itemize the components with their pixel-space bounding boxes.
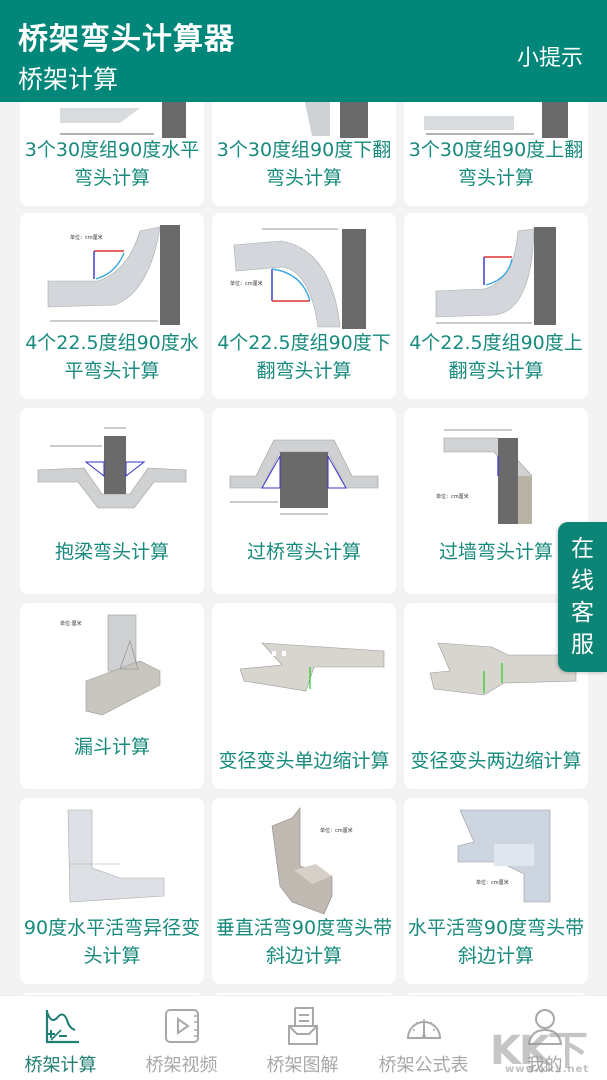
card-label: 垂直活弯90度弯头带斜边计算 (215, 917, 393, 967)
card-label: 变径变头两边缩计算 (410, 750, 582, 772)
tab-label: 桥架公式表 (378, 1055, 469, 1076)
svg-text:单位：cm厘米: 单位：cm厘米 (476, 879, 509, 886)
online-service-char: 服 (571, 632, 594, 658)
tab-mine[interactable]: 我的 (484, 996, 605, 1080)
card-reducer-one-side[interactable]: 变径变头单边缩计算 (212, 603, 396, 789)
up-elbow-3x30-diagram (424, 102, 568, 138)
card-label: 4个22.5度组90度下翻弯头计算 (217, 332, 391, 382)
tab-label: 桥架图解 (266, 1055, 339, 1076)
watermark-url: www.kkx.net (505, 1064, 590, 1075)
card-label: 3个30度组90度上翻弯头计算 (408, 139, 584, 189)
svg-text:单位:厘米: 单位:厘米 (60, 620, 82, 627)
horizontal-flex-elbow-diagram: 单位：cm厘米 (457, 809, 551, 903)
card-partial[interactable] (20, 993, 204, 995)
bottom-tab-bar: 桥架计算 桥架视频 桥架图解 (0, 995, 607, 1080)
horizontal-elbow-3x30-diagram (60, 102, 186, 138)
card-4x22.5-horizontal[interactable]: 单位：cm厘米 4个22.5度组90度水平弯头计算 (20, 213, 204, 399)
down-elbow-3x30-diagram (304, 102, 368, 138)
card-horizontal-flex-reducer[interactable]: 90度水平活弯异径变头计算 (20, 798, 204, 984)
vertical-flex-elbow-diagram: 单位：cm厘米 (271, 807, 353, 915)
tab-bridge-formulas[interactable]: 桥架公式表 (363, 996, 484, 1080)
svg-text:单位：cm厘米: 单位：cm厘米 (320, 827, 353, 834)
down-elbow-4x22.5-diagram: 单位：cm厘米 (230, 228, 366, 329)
card-funnel[interactable]: 单位:厘米 漏斗计算 (20, 603, 204, 789)
app-title: 桥架弯头计算器 (18, 22, 235, 57)
card-partial[interactable] (404, 993, 588, 995)
tip-button[interactable]: 小提示 (516, 46, 583, 71)
card-label: 抱梁弯头计算 (54, 541, 169, 563)
card-4x22.5-down[interactable]: 单位：cm厘米 4个22.5度组90度下翻弯头计算 (212, 213, 396, 399)
card-bridge-pass[interactable]: 过桥弯头计算 (212, 408, 396, 594)
svg-text:单位：cm厘米: 单位：cm厘米 (70, 234, 103, 241)
document-tray-icon (287, 1007, 318, 1045)
card-label: 3个30度组90度下翻弯头计算 (216, 139, 392, 189)
card-partial[interactable] (212, 993, 396, 995)
tab-bridge-illustrations[interactable]: 桥架图解 (242, 996, 363, 1080)
gauge-icon (406, 1019, 441, 1039)
tab-bridge-calc[interactable]: 桥架计算 (0, 996, 121, 1080)
card-label: 3个30度组90度水平弯头计算 (24, 139, 200, 189)
card-label: 漏斗计算 (73, 736, 150, 758)
card-3x30-horizontal[interactable]: 3个30度组90度水平弯头计算 (20, 102, 204, 206)
card-label: 过墙弯头计算 (438, 541, 553, 563)
chart-calc-icon (45, 1010, 79, 1044)
app-header: 桥架弯头计算器 桥架计算 小提示 (0, 0, 607, 102)
reducer-one-side-diagram (239, 642, 385, 692)
card-label: 4个22.5度组90度水平弯头计算 (25, 332, 199, 382)
online-service-char: 在 (571, 536, 594, 562)
user-icon (527, 1009, 562, 1045)
svg-text:单位：cm厘米: 单位：cm厘米 (436, 493, 469, 500)
card-label: 90度水平活弯异径变头计算 (23, 917, 201, 967)
calculator-grid[interactable]: 3个30度组90度水平弯头计算 3个30度组90度下翻弯头计算 3个30度组90… (0, 102, 607, 995)
online-service-button[interactable]: 在 线 客 服 (558, 522, 607, 672)
card-label: 过桥弯头计算 (246, 541, 361, 563)
horizontal-flex-reducer-diagram (67, 809, 165, 903)
tab-label: 桥架计算 (24, 1055, 97, 1076)
card-3x30-up[interactable]: 3个30度组90度上翻弯头计算 (404, 102, 588, 206)
wall-pass-elbow-diagram: 单位：cm厘米 (436, 429, 533, 524)
online-service-char: 线 (571, 568, 594, 594)
tab-bridge-video[interactable]: 桥架视频 (121, 996, 242, 1080)
funnel-diagram: 单位:厘米 (60, 614, 161, 716)
tab-label: 我的 (526, 1055, 563, 1076)
card-vertical-flex-elbow[interactable]: 单位：cm厘米 垂直活弯90度弯头带斜边计算 (212, 798, 396, 984)
card-label: 4个22.5度组90度上翻弯头计算 (409, 332, 583, 382)
horizontal-elbow-4x22.5-diagram: 单位：cm厘米 (47, 225, 180, 325)
card-label: 水平活弯90度弯头带斜边计算 (407, 917, 585, 967)
tab-label: 桥架视频 (145, 1055, 218, 1076)
card-wall-pass[interactable]: 单位：cm厘米 过墙弯头计算 (404, 408, 588, 594)
reducer-two-side-diagram (429, 642, 577, 696)
video-play-icon (164, 1009, 199, 1043)
beam-wrap-elbow-diagram (37, 427, 187, 509)
card-horizontal-flex-elbow[interactable]: 单位：cm厘米 水平活弯90度弯头带斜边计算 (404, 798, 588, 984)
svg-text:单位：cm厘米: 单位：cm厘米 (230, 280, 263, 287)
online-service-char: 客 (571, 600, 594, 626)
card-reducer-two-side[interactable]: 变径变头两边缩计算 (404, 603, 588, 789)
card-label: 变径变头单边缩计算 (218, 750, 390, 772)
card-4x22.5-up[interactable]: 4个22.5度组90度上翻弯头计算 (404, 213, 588, 399)
card-3x30-down[interactable]: 3个30度组90度下翻弯头计算 (212, 102, 396, 206)
bridge-elbow-diagram (229, 439, 379, 515)
up-elbow-4x22.5-diagram (435, 227, 556, 325)
page-subtitle: 桥架计算 (18, 65, 119, 94)
card-beam-wrap[interactable]: 抱梁弯头计算 (20, 408, 204, 594)
